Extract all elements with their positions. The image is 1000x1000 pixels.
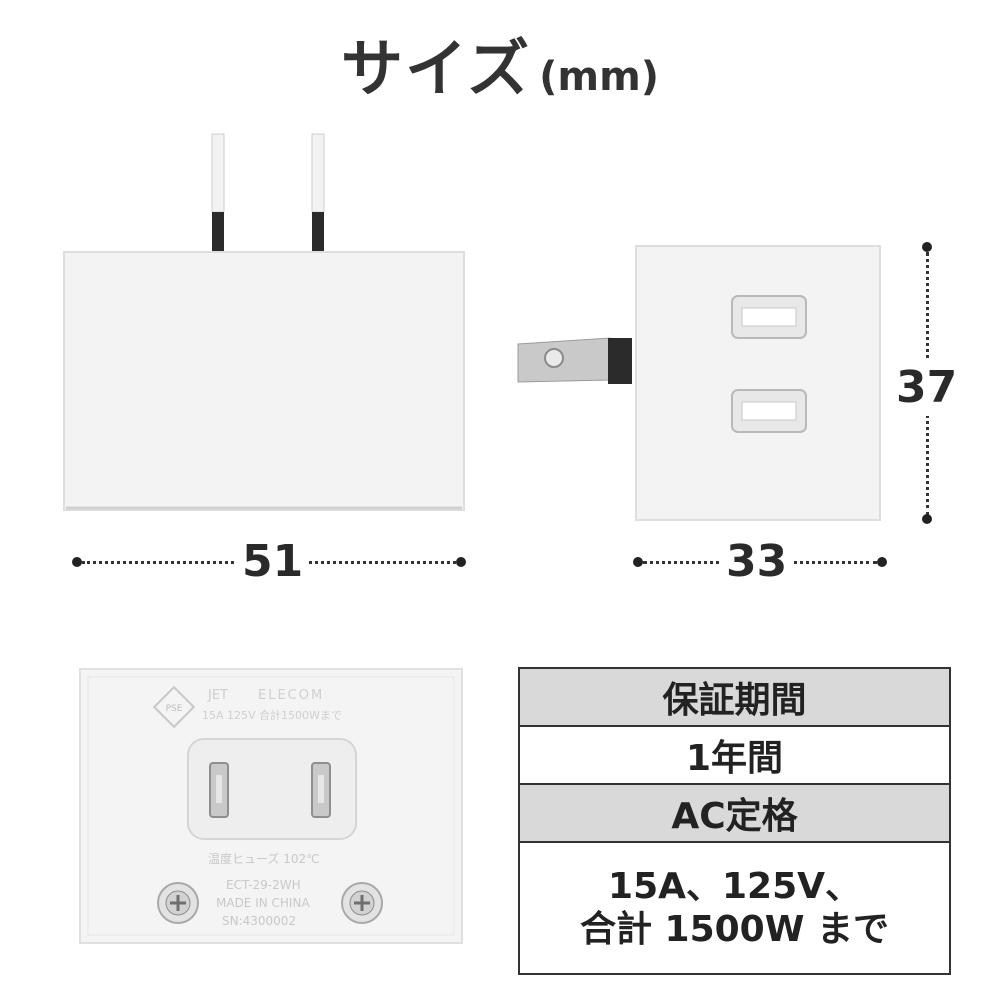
product-front-view [63, 133, 465, 511]
page-title: サイズ(mm) [0, 18, 1000, 108]
side-prong [517, 337, 611, 383]
screw-right [341, 882, 383, 924]
warranty-value: 1年間 [520, 727, 949, 785]
ac-rating-label: AC定格 [520, 785, 949, 843]
back-model-text: ECT-29-2WH [226, 878, 301, 892]
back-serial-text: SN:4300002 [222, 914, 296, 928]
back-fuse-text: 温度ヒューズ 102℃ [208, 851, 320, 866]
title-unit: (mm) [539, 54, 660, 100]
prong-right [311, 133, 325, 213]
back-jet-text: JET [207, 688, 228, 703]
pse-text: PSE [166, 704, 183, 714]
ac-rating-value: 15A、125V、 合計 1500W まで [520, 843, 949, 973]
product-back-view: PSE JET ELECOM 15A 125V 合計1500Wまで 温度ヒューズ… [79, 668, 463, 944]
front-body [63, 251, 465, 511]
pse-mark [152, 685, 196, 729]
back-rating-text: 15A 125V 合計1500Wまで [202, 708, 342, 722]
title-main: サイズ [340, 32, 532, 105]
dim-front-width-label: 51 [236, 540, 310, 584]
warranty-label: 保証期間 [520, 669, 949, 727]
dim-side-width-label: 33 [720, 540, 794, 584]
product-side-view [517, 245, 881, 521]
back-brand-text: ELECOM [258, 688, 324, 703]
back-origin-text: MADE IN CHINA [216, 896, 310, 910]
dim-side-height-label: 37 [894, 360, 960, 416]
ac-rating-line2: 合計 1500W まで [580, 909, 889, 950]
ac-rating-line1: 15A、125V、 [608, 865, 861, 907]
spec-table: 保証期間 1年間 AC定格 15A、125V、 合計 1500W まで [518, 667, 951, 975]
screw-left [157, 882, 199, 924]
side-body [635, 245, 881, 521]
prong-left [211, 133, 225, 213]
